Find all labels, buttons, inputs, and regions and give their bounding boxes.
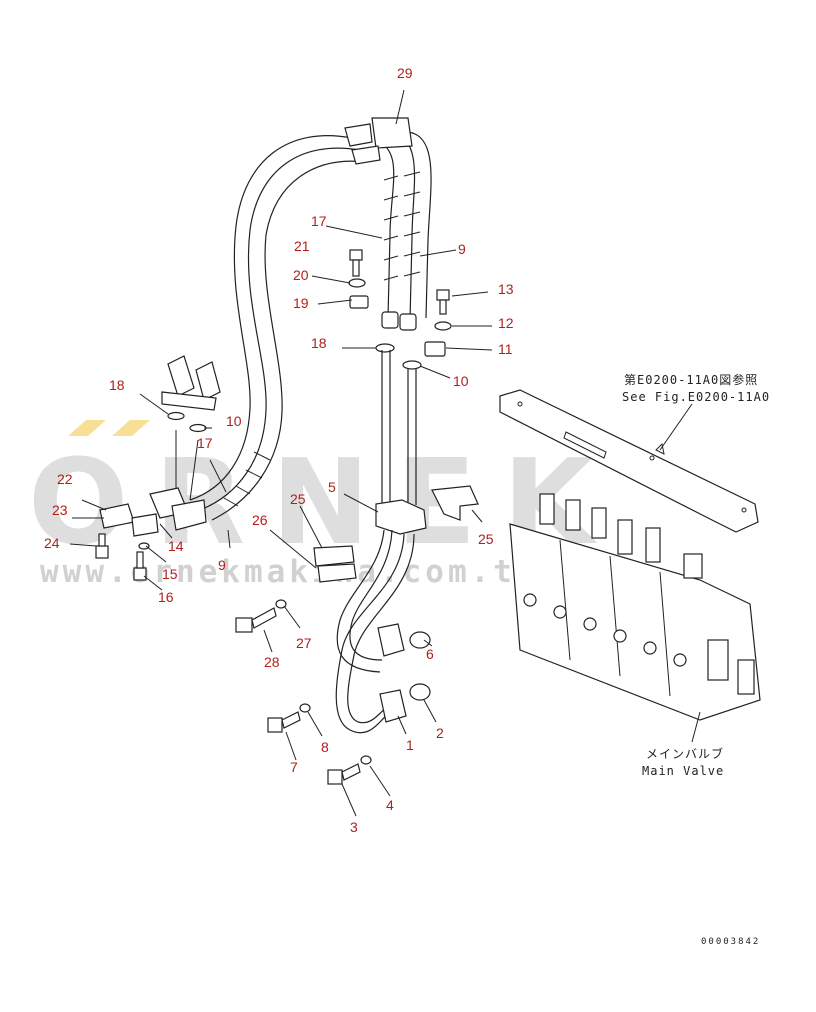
mounting-bracket	[499, 389, 759, 533]
document-id: 00003842	[701, 937, 760, 947]
notes: 第E0200-11A0図参照 See Fig.E0200-11A0 メインバルブ…	[622, 372, 770, 947]
leader-lines	[69, 89, 701, 817]
callout-14: 14	[168, 538, 184, 554]
callout-26: 26	[252, 512, 268, 528]
hose-assembly-upper	[189, 117, 432, 521]
callout-22: 22	[57, 471, 73, 487]
callouts: 29 17 9 21 20 19 13 12 11 18 10 18 10 17…	[44, 65, 514, 835]
hose-protector	[371, 117, 413, 149]
callout-29: 29	[397, 65, 413, 81]
figure-ref-jp: 第E0200-11A0図参照	[624, 372, 758, 387]
callout-1: 1	[406, 737, 414, 753]
watermark-brand: ORNEK	[28, 433, 620, 571]
callout-18: 18	[311, 335, 327, 351]
callout-23: 23	[52, 502, 68, 518]
callout-2: 2	[436, 725, 444, 741]
main-valve-en: Main Valve	[642, 764, 724, 778]
hose-clamp-top	[344, 123, 373, 147]
callout-9-left: 9	[218, 557, 226, 573]
callout-28: 28	[264, 654, 280, 670]
callout-11: 11	[498, 341, 513, 357]
callout-10: 10	[453, 373, 469, 389]
valve-connector-upper-left	[95, 355, 221, 581]
watermark-url: www.ornekmakina.com.tr	[40, 554, 539, 590]
callout-18-left: 18	[109, 377, 125, 393]
callout-17: 17	[311, 213, 327, 229]
pipe-clamps	[235, 485, 479, 785]
callout-21: 21	[294, 238, 310, 254]
watermark-accent-left	[68, 420, 106, 436]
callout-3: 3	[350, 819, 358, 835]
callout-8: 8	[321, 739, 329, 755]
hose-clamp-top-2	[351, 145, 381, 165]
callout-25: 25	[290, 491, 306, 507]
main-valve	[509, 493, 761, 721]
callout-10-left: 10	[226, 413, 242, 429]
hose-fittings-center	[348, 249, 452, 370]
callout-15: 15	[162, 566, 178, 582]
callout-9: 9	[458, 241, 466, 257]
watermark: ORNEK www.ornekmakina.com.tr	[28, 420, 620, 590]
callout-17-left: 17	[197, 435, 213, 451]
callout-6: 6	[426, 646, 434, 662]
callout-13: 13	[498, 281, 514, 297]
callout-12: 12	[498, 315, 514, 331]
callout-16: 16	[158, 589, 174, 605]
callout-24: 24	[44, 535, 60, 551]
callout-25-right: 25	[478, 531, 494, 547]
callout-19: 19	[293, 295, 309, 311]
callout-4: 4	[386, 797, 394, 813]
callout-27: 27	[296, 635, 312, 651]
callout-5: 5	[328, 479, 336, 495]
figure-ref-en: See Fig.E0200-11A0	[622, 390, 770, 404]
main-valve-jp: メインバルブ	[646, 746, 724, 761]
callout-20: 20	[293, 267, 309, 283]
callout-7: 7	[290, 759, 298, 775]
hydraulic-pipes	[335, 350, 427, 734]
watermark-accent-right	[112, 420, 150, 436]
